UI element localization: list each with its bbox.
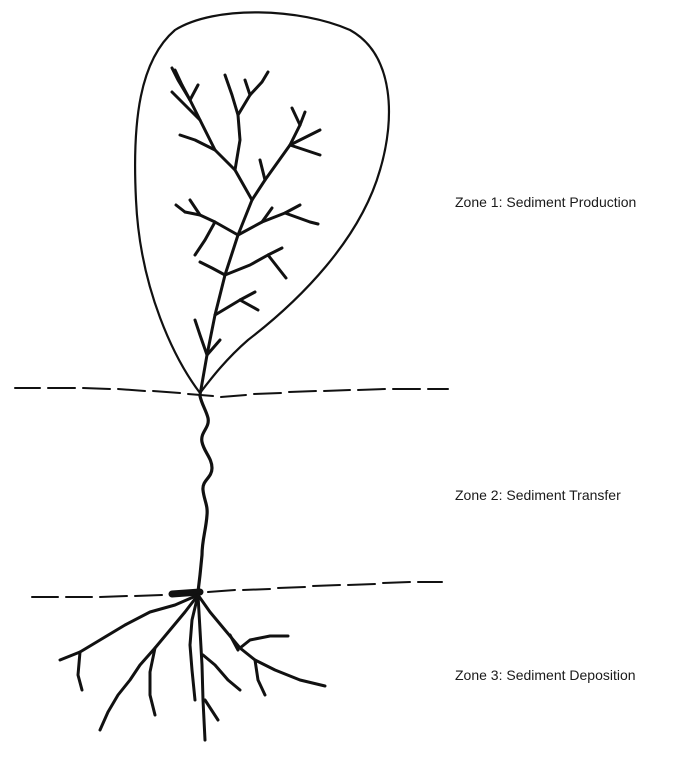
distributary-branch [190,595,198,700]
distributary-branch [150,648,155,715]
transfer-channel [198,396,212,592]
distributary-branch [198,595,325,686]
upper-left-branch [182,85,252,200]
distributary-branch [100,595,198,730]
branch [195,222,215,255]
distributary-center [198,595,205,740]
branch [292,108,300,125]
branch [195,320,207,355]
distributary-network [60,595,325,740]
zone-3-label: Zone 3: Sediment Deposition [455,667,636,683]
main-trunk [200,130,320,395]
distributary-branch [240,636,288,648]
branch [240,300,258,310]
branch [245,80,250,95]
tributary-network [172,68,320,395]
distributary-branch [78,652,82,690]
branch [200,262,225,275]
branch [190,85,198,100]
branch [238,72,268,115]
zone-2-label: Zone 2: Sediment Transfer [455,487,621,503]
upper-zone-boundary [15,388,448,397]
zone-1-label: Zone 1: Sediment Production [455,194,636,210]
upper-center-branch [225,75,240,170]
branch [285,213,318,224]
distributary-branch [60,595,198,660]
distributary-branch [203,655,240,690]
branch [290,145,320,155]
branch [268,255,286,278]
branch [176,205,185,212]
left-mid-branch [185,212,238,235]
branch [260,160,265,180]
distributary-branch [205,700,218,720]
lower-zone-boundary [32,582,442,597]
